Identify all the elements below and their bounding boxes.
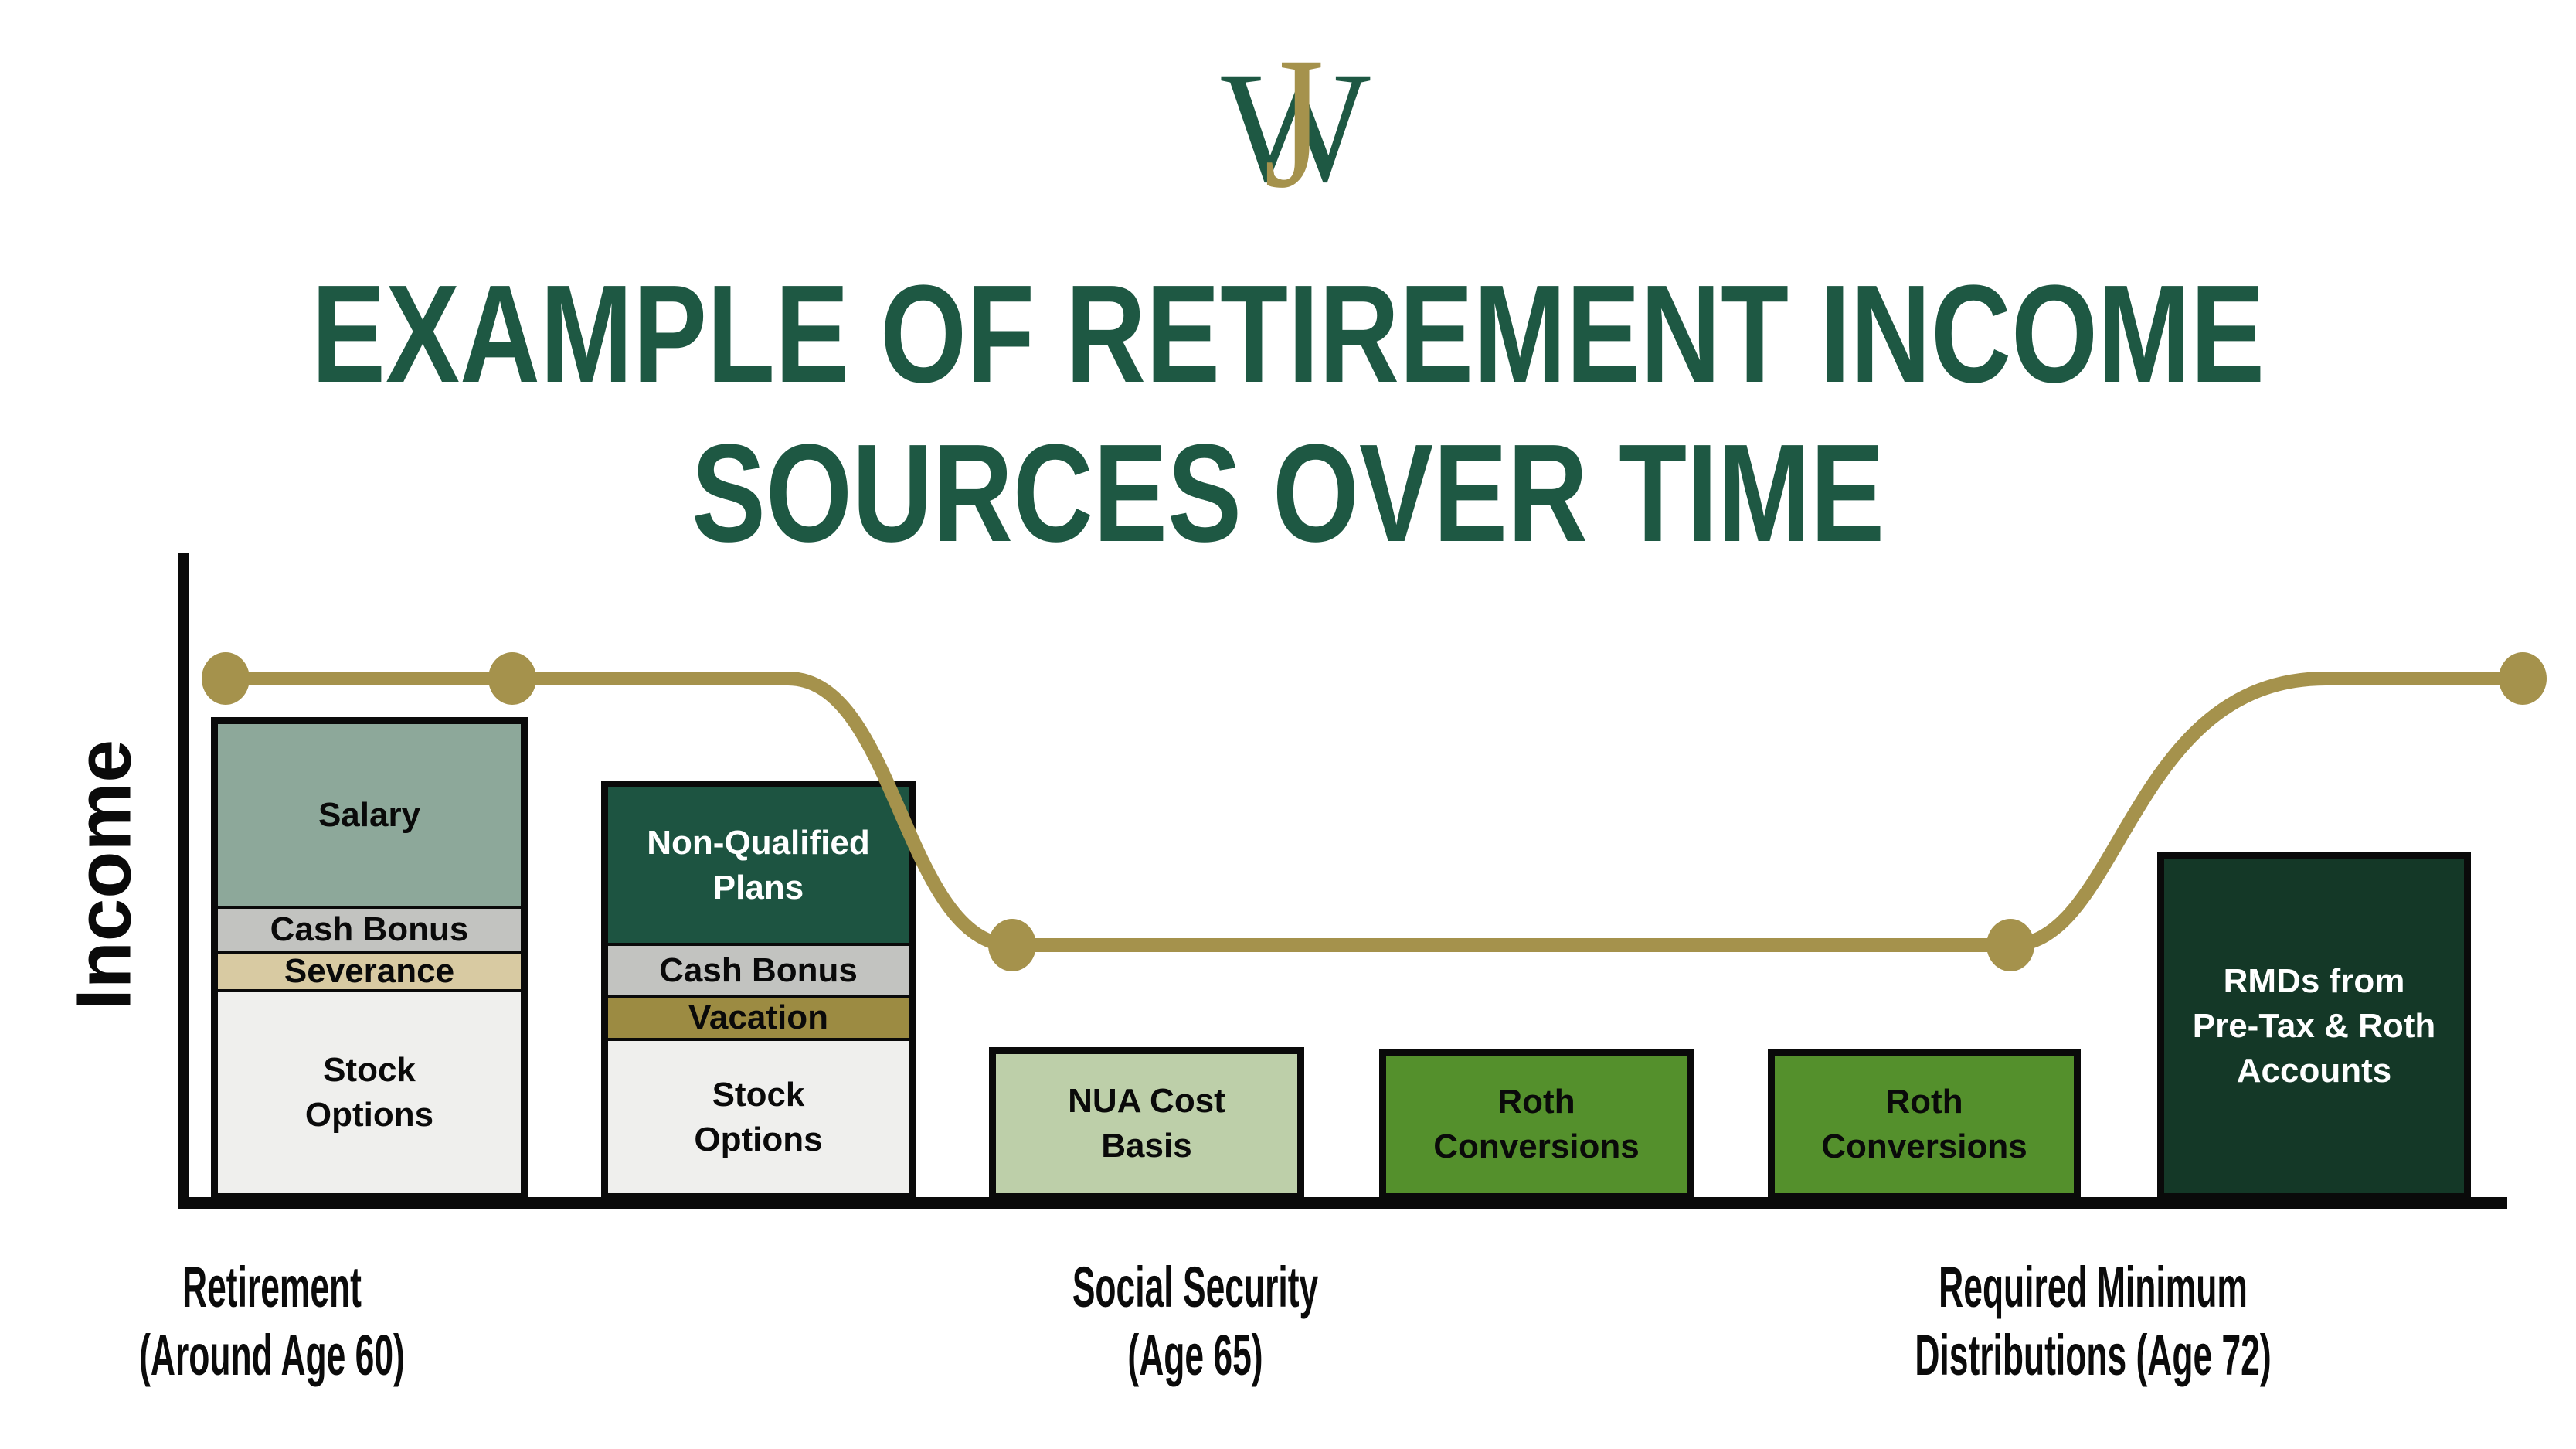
bar-segment-retirement-1-4: Stock Options: [218, 989, 521, 1193]
bar-segment-retirement-2-2: Cash Bonus: [608, 943, 909, 995]
bar-segment-label: Cash Bonus: [270, 910, 469, 948]
page-title-line2: SOURCES OVER TIME: [691, 416, 1885, 571]
bar-rmds: RMDs from Pre-Tax & Roth Accounts: [2157, 852, 2471, 1200]
trend-line-dot: [488, 652, 536, 705]
bar-segment-retirement-2-3: Vacation: [608, 995, 909, 1038]
y-axis-label: Income: [60, 739, 148, 1011]
jw-logo: W J: [1157, 22, 1435, 226]
bar-segment-retirement-2-4: Stock Options: [608, 1038, 909, 1193]
bar-segment-nua-cost-basis-1: NUA Cost Basis: [996, 1054, 1297, 1193]
trend-line-dot: [2499, 652, 2547, 705]
bar-segment-retirement-1-1: Salary: [218, 724, 521, 906]
y-axis-line: [178, 553, 189, 1208]
x-label-retirement-line2: (Around Age 60): [139, 1323, 405, 1387]
bar-segment-label: Roth Conversions: [1433, 1083, 1640, 1165]
bar-segment-label: Severance: [284, 952, 455, 990]
x-label-social-security-line1: Social Security: [1072, 1255, 1319, 1319]
trend-line-dot: [1986, 919, 2034, 971]
bar-segment-retirement-2-1: Non-Qualified Plans: [608, 787, 909, 943]
bar-segment-retirement-1-3: Severance: [218, 951, 521, 990]
x-label-retirement: Retirement (Around Age 60): [0, 1253, 550, 1389]
bar-segment-label: Non-Qualified Plans: [647, 823, 870, 906]
x-label-social-security-line2: (Age 65): [1127, 1323, 1263, 1387]
bar-segment-roth-conversions-2-1: Roth Conversions: [1775, 1056, 2074, 1193]
page-title-line1: EXAMPLE OF RETIREMENT INCOME: [311, 257, 2265, 412]
trend-line-dot: [202, 652, 250, 705]
bar-segment-label: Cash Bonus: [659, 951, 858, 989]
page-title: EXAMPLE OF RETIREMENT INCOME SOURCES OVE…: [257, 255, 2318, 573]
bar-segment-roth-conversions-1-1: Roth Conversions: [1386, 1056, 1687, 1193]
x-label-rmd-line2: Distributions (Age 72): [1915, 1323, 2272, 1387]
x-label-social-security: Social Security (Age 65): [917, 1253, 1473, 1389]
bar-segment-retirement-1-2: Cash Bonus: [218, 906, 521, 951]
bar-segment-rmds-1: RMDs from Pre-Tax & Roth Accounts: [2164, 859, 2464, 1193]
bar-segment-label: Stock Options: [694, 1075, 823, 1158]
bar-segment-label: RMDs from Pre-Tax & Roth Accounts: [2192, 962, 2436, 1090]
bar-segment-label: Salary: [318, 795, 421, 834]
trend-line-dot: [988, 919, 1036, 971]
bar-roth-conversions-2: Roth Conversions: [1768, 1049, 2081, 1200]
x-label-retirement-line1: Retirement: [182, 1255, 362, 1319]
x-label-rmd: Required Minimum Distributions (Age 72): [1815, 1253, 2371, 1389]
bar-segment-label: NUA Cost Basis: [1068, 1082, 1225, 1165]
logo-letter-j: J: [1263, 19, 1324, 228]
bar-segment-label: Roth Conversions: [1821, 1083, 2027, 1165]
bar-segment-label: Vacation: [688, 998, 828, 1036]
logo-letter-w: W: [1221, 39, 1371, 215]
bar-nua-cost-basis: NUA Cost Basis: [989, 1047, 1304, 1200]
x-label-rmd-line1: Required Minimum: [1939, 1255, 2248, 1319]
bar-roth-conversions-1: Roth Conversions: [1379, 1049, 1694, 1200]
bar-segment-label: Stock Options: [304, 1051, 434, 1134]
